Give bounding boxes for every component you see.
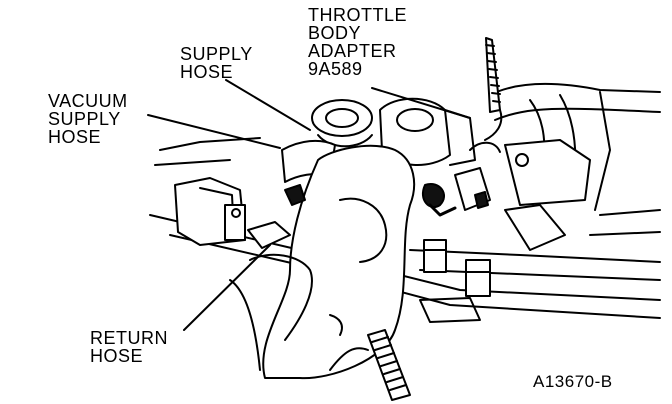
label-line: THROTTLE [308,5,408,25]
leader-lines [147,79,471,331]
label-line: VACUUM [48,91,128,111]
air-intake-tube [229,144,416,380]
label-vacuum-supply-hose: VACUUM SUPPLY HOSE [48,92,128,146]
intake-manifold [489,82,661,251]
label-line: SUPPLY [180,44,253,64]
leader-vacuum-supply-hose [147,114,281,149]
label-line: HOSE [180,62,234,82]
figure-id: A13670-B [533,372,613,391]
leader-throttle-body-adapter [371,87,471,119]
label-line: BODY [308,23,362,43]
label-throttle-body-adapter: THROTTLE BODY ADAPTER 9A589 [308,6,407,78]
leader-supply-hose [225,79,311,131]
label-line: HOSE [48,127,102,147]
label-supply-hose: SUPPLY HOSE [180,45,253,81]
corrugated-hose-vertical [484,37,503,141]
label-line: SUPPLY [48,109,121,129]
left-bracket [174,177,291,249]
label-line: RETURN [90,328,168,348]
label-return-hose: RETURN HOSE [90,329,168,365]
label-line: ADAPTER [308,41,397,61]
label-line: 9A589 [308,59,363,79]
leader-return-hose [183,244,271,331]
corrugated-hose-bottom [367,329,411,401]
connectors [284,184,491,336]
label-line: HOSE [90,346,144,366]
